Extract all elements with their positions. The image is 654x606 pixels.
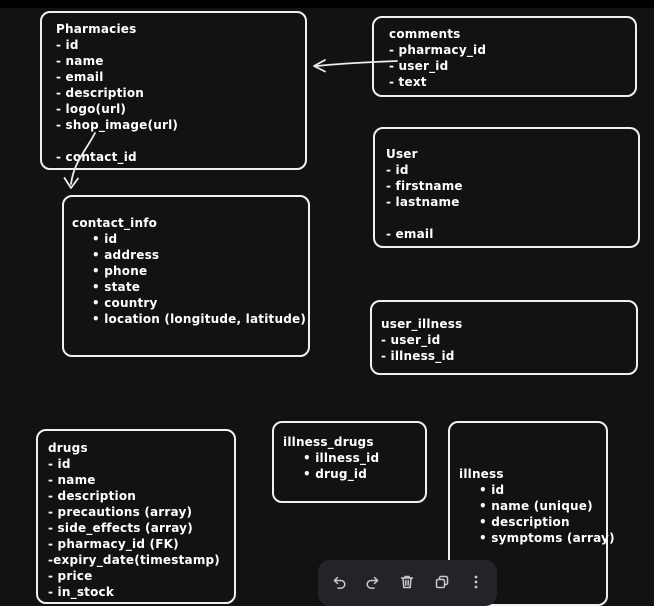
duplicate-button[interactable] xyxy=(429,569,455,595)
entity-field: - description xyxy=(48,489,137,503)
entity-title: contact_info xyxy=(72,216,158,230)
more-options-icon xyxy=(474,575,478,589)
undo-button[interactable] xyxy=(326,569,352,595)
entity-field: - pharmacy_id xyxy=(389,43,487,57)
more-options-button[interactable] xyxy=(463,569,489,595)
entity-field: - illness_id xyxy=(381,349,455,363)
entity-field-list: • id • address • phone • state • country • lo… xyxy=(72,231,308,327)
entity-contact-info[interactable]: contact_info • id • address • phone • state… xyxy=(62,195,310,357)
entity-field: • drug_id xyxy=(303,467,367,481)
redo-icon xyxy=(366,576,379,589)
entity-field: - id xyxy=(56,38,79,52)
duplicate-icon xyxy=(435,575,448,589)
entity-field: • id xyxy=(92,232,118,246)
entity-title: drugs xyxy=(48,441,88,455)
entity-field: - price xyxy=(48,569,93,583)
top-edge-bar xyxy=(0,0,654,8)
entity-user[interactable]: User - id - firstname - lastname - email xyxy=(373,127,640,248)
entity-field: - description xyxy=(56,86,145,100)
entity-title: illness xyxy=(459,467,504,481)
trash-icon xyxy=(401,575,414,589)
entity-field: • location (longitude, latitude) xyxy=(92,312,307,326)
entity-field: • phone xyxy=(92,264,148,278)
entity-field: - user_id xyxy=(389,59,449,73)
entity-field-list: - user_id - illness_id xyxy=(381,332,636,364)
delete-button[interactable] xyxy=(394,569,420,595)
entity-field: - id xyxy=(48,457,71,471)
entity-field-list: - id - name - email - description - logo(url… xyxy=(56,37,305,165)
connector-arrows xyxy=(63,59,398,189)
entity-pharmacies[interactable]: Pharmacies - id - name - email - descriptio… xyxy=(40,11,307,170)
arrow-pharmacies-to-contact-info[interactable] xyxy=(63,132,96,189)
entity-field: • country xyxy=(92,296,158,310)
entity-field: - email xyxy=(386,227,434,241)
entity-field: - name xyxy=(48,473,96,487)
entity-field: - text xyxy=(389,75,427,89)
entity-field-list: • id • name (unique) • description • sympto… xyxy=(459,482,615,546)
undo-icon xyxy=(333,576,346,589)
entity-field: • name (unique) xyxy=(479,499,593,513)
bottom-toolbar xyxy=(318,560,497,606)
entity-title: user_illness xyxy=(381,317,463,331)
entity-field: • description xyxy=(479,515,570,529)
entity-field: - logo(url) xyxy=(56,102,127,116)
entity-comments[interactable]: comments - pharmacy_id - user_id - text xyxy=(372,16,637,97)
entity-field: - name xyxy=(56,54,104,68)
entity-field: - contact_id xyxy=(56,150,137,164)
entity-field: - precautions (array) xyxy=(48,505,193,519)
entity-field: - email xyxy=(56,70,104,84)
entity-title: Pharmacies xyxy=(56,22,137,36)
entity-field: • id xyxy=(479,483,505,497)
entity-field-list: • illness_id • drug_id xyxy=(283,450,425,482)
entity-field: - lastname xyxy=(386,195,460,209)
entity-field: - pharmacy_id (FK) xyxy=(48,537,179,551)
entity-field-list: - pharmacy_id - user_id - text xyxy=(389,42,635,90)
entity-field: - id xyxy=(386,163,409,177)
arrow-comments-to-pharmacies[interactable] xyxy=(313,59,398,73)
entity-field: - user_id xyxy=(381,333,441,347)
entity-user-illness[interactable]: user_illness - user_id - illness_id xyxy=(370,300,638,375)
entity-illness-drugs[interactable]: illness_drugs • illness_id • drug_id xyxy=(272,421,427,503)
entity-title: User xyxy=(386,147,418,161)
entity-title: illness_drugs xyxy=(283,435,374,449)
entity-field: -expiry_date(timestamp) xyxy=(48,553,220,567)
entity-field-list: - id - firstname - lastname - email xyxy=(386,162,638,242)
entity-field: • state xyxy=(92,280,141,294)
entity-title: comments xyxy=(389,27,461,41)
entity-field: - firstname xyxy=(386,179,463,193)
entity-field: • symptoms (array) xyxy=(479,531,615,545)
entity-field: • address xyxy=(92,248,160,262)
redo-button[interactable] xyxy=(360,569,386,595)
entity-field: • illness_id xyxy=(303,451,380,465)
entity-field: - shop_image(url) xyxy=(56,118,179,132)
entity-field: - side_effects (array) xyxy=(48,521,193,535)
